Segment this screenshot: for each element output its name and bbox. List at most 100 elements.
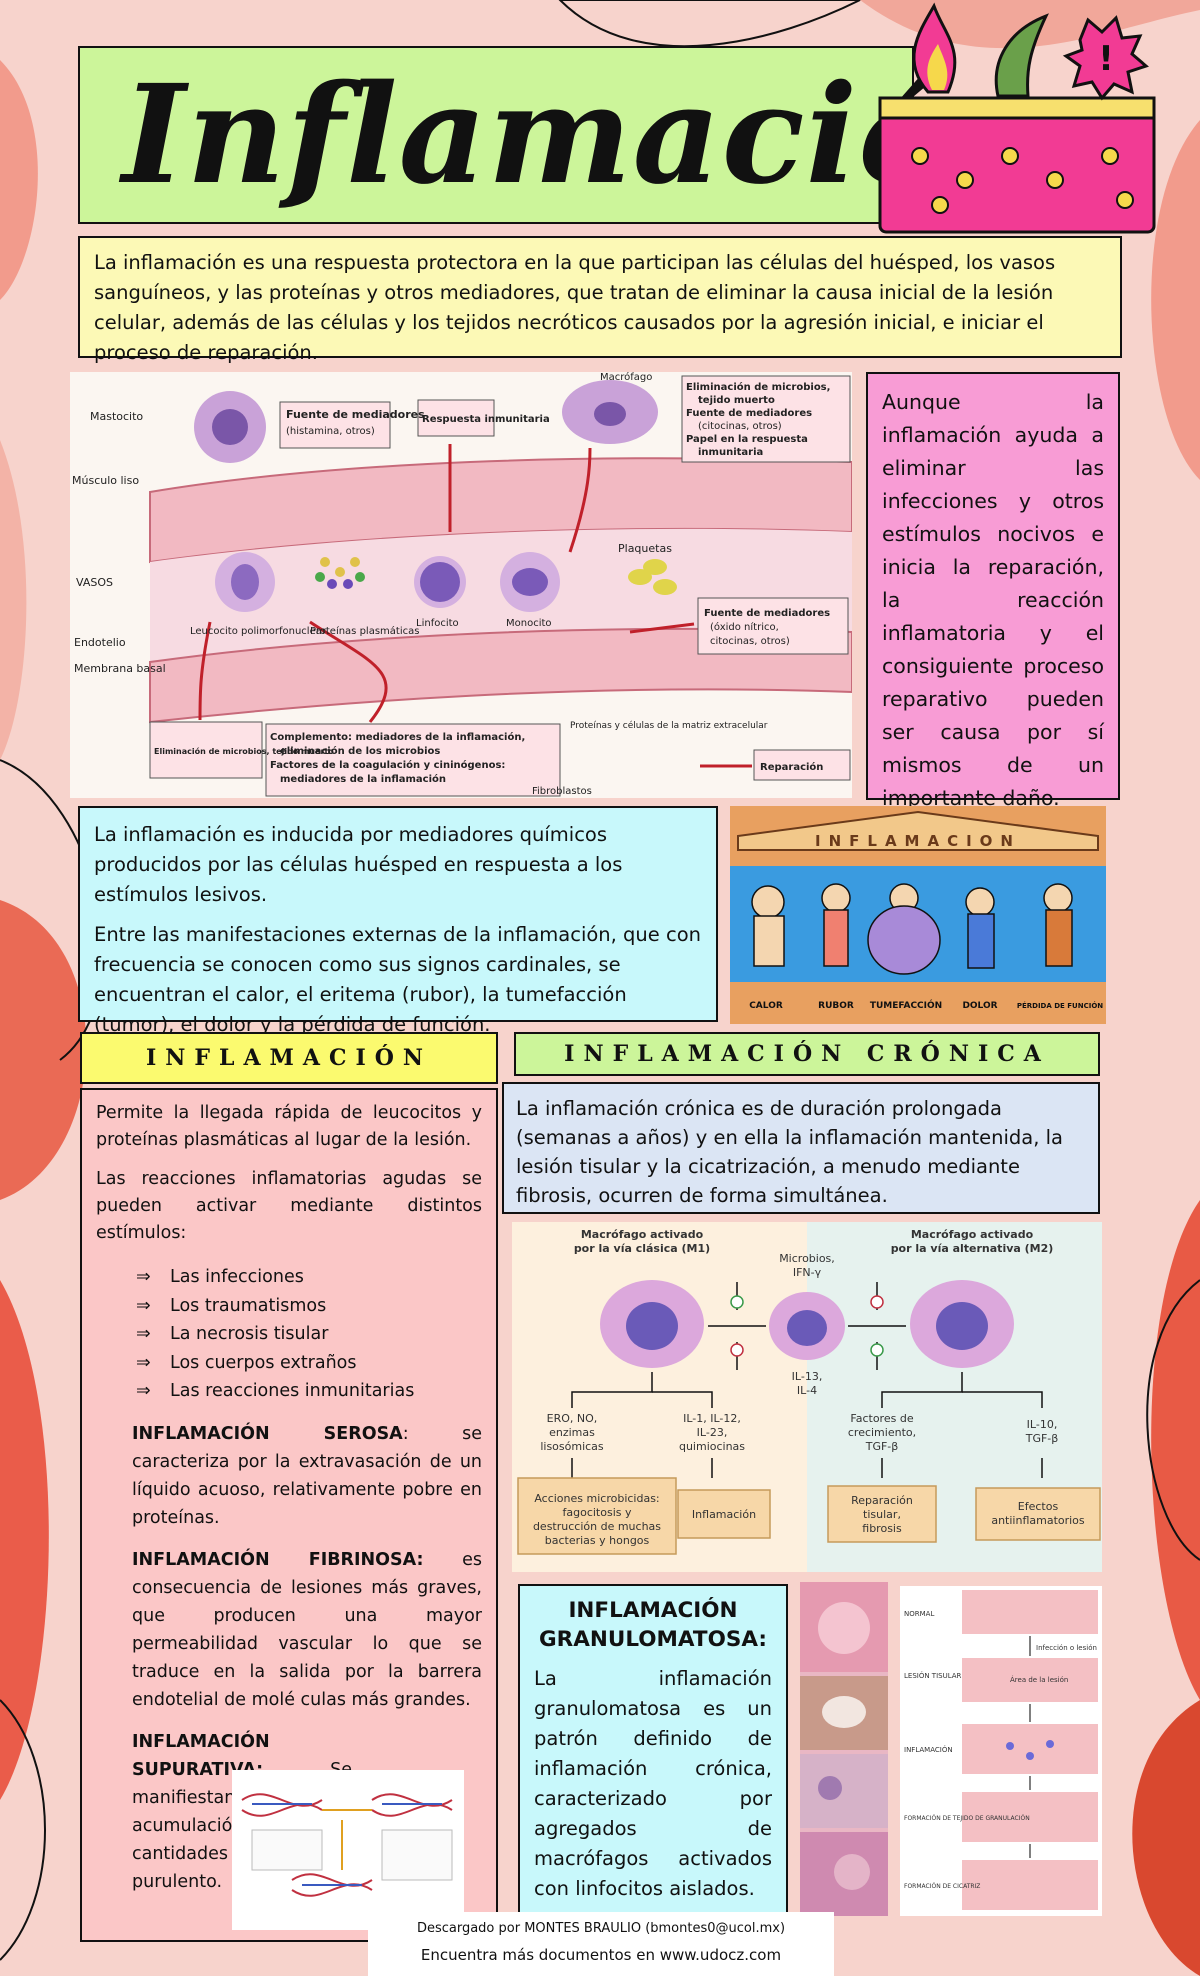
fibrinosa-paragraph: INFLAMACIÓN FIBRINOSA: es consecuencia d… (132, 1549, 482, 1710)
aguda-paragraph-1: Permite la llegada rápida de leucocitos … (96, 1103, 482, 1150)
mediadores-paragraph-2: Entre las manifestaciones externas de la… (94, 923, 701, 1036)
intro-text: La inflamación es una respuesta protecto… (94, 251, 1056, 364)
efectos-line-2: antiinflamatorios (991, 1514, 1085, 1527)
arrow-icon: ⇒ (136, 1352, 151, 1373)
stage-lesion: LESIÓN TISULAR (904, 1671, 962, 1680)
cardinal-signs-comic: INFLAMACION CALOR RUBOR TUMEFACCIÓN DOLO… (730, 806, 1106, 1024)
label-endotelio: Endotelio (74, 636, 126, 649)
title-banner: Inflamación (78, 46, 1049, 224)
candle-illustration-icon: ! (878, 2, 1156, 234)
factores-line-2: crecimiento, (848, 1426, 916, 1439)
il10-line-2: TGF-β (1025, 1432, 1059, 1445)
il10-line-1: IL-10, (1027, 1418, 1058, 1431)
granulomatosa-text: La inflamación granulomatosa es un patró… (534, 1667, 772, 1900)
label-proteinas-matriz: Proteínas y células de la matriz extrace… (570, 720, 768, 731)
ero-line-2: enzimas (549, 1426, 595, 1439)
reparacion-line-3: fibrosis (862, 1522, 902, 1535)
comic-sign-tumefaccion: TUMEFACCIÓN (870, 999, 942, 1011)
macrofago-box-line-3: Fuente de mediadores (686, 408, 812, 419)
m2-title-1: Macrófago activado (911, 1228, 1034, 1241)
label-plaquetas: Plaquetas (618, 542, 672, 555)
list-item: ⇒Los traumatismos (136, 1292, 482, 1321)
label-monocito: Monocito (506, 618, 552, 629)
ero-line-1: ERO, NO, (547, 1412, 598, 1425)
acciones-line-2: fagocitosis y (563, 1506, 632, 1519)
list-item: ⇒La necrosis tisular (136, 1320, 482, 1349)
aguda-stimuli-list: ⇒Las infecciones ⇒Los traumatismos ⇒La n… (136, 1263, 482, 1406)
aunque-box: Aunque la inflamación ayuda a eliminar l… (866, 372, 1120, 810)
comic-sign-rubor: RUBOR (818, 1001, 854, 1011)
arrow-icon: ⇒ (136, 1295, 151, 1316)
label-leucocito: Leucocito polimorfonuclear (190, 626, 327, 637)
ero-line-3: lisosómicas (540, 1440, 604, 1453)
svg-text:!: ! (1098, 39, 1114, 79)
il1-line-1: IL-1, IL-12, (683, 1412, 741, 1425)
vascular-inflammation-diagram: Mastocito Fuente de mediadores (histamin… (70, 372, 852, 798)
mediadores-box: La inflamación es inducida por mediadore… (78, 806, 718, 1036)
label-musculo: Músculo liso (72, 474, 139, 487)
il13-line-2: IL-4 (797, 1384, 817, 1397)
stage-formacion: FORMACIÓN DE TEJIDO DE GRANULACIÓN (904, 1815, 1030, 1822)
m1-title-1: Macrófago activado (581, 1228, 704, 1241)
label-fuente2-sub1: (óxido nítrico, (710, 621, 779, 633)
macrofago-box-line-2: tejido muerto (698, 395, 775, 406)
label-reparacion: Reparación (760, 761, 823, 773)
macrofago-box-line-6: inmunitaria (698, 447, 763, 458)
inflamacion-box-label: Inflamación (692, 1508, 756, 1521)
list-item: ⇒Las reacciones inmunitarias (136, 1377, 482, 1406)
comic-sign-dolor: DOLOR (962, 1001, 997, 1011)
arrow-icon: ⇒ (136, 1267, 151, 1287)
list-item: ⇒Los cuerpos extraños (136, 1349, 482, 1378)
reparacion-line-1: Reparación (851, 1494, 913, 1507)
aguda-header: INFLAMACIÓN AGUDA (80, 1032, 498, 1119)
complemento-line-1: Complemento: mediadores de la inflamació… (270, 731, 525, 743)
comic-banner: INFLAMACION (815, 832, 1021, 850)
label-fuente1: Fuente de mediadores (286, 408, 425, 421)
microbios-line-2: IFN-γ (793, 1266, 822, 1279)
aguda-content-box: Permite la llegada rápida de leucocitos … (80, 1088, 498, 1942)
aguda-paragraph-2: Las reacciones inflamatorias agudas se p… (96, 1169, 482, 1243)
stage-area: Área de la lesión (1010, 1675, 1068, 1684)
label-vasos: VASOS (76, 576, 113, 589)
download-footer: Descargado por MONTES BRAULIO (bmontes0@… (368, 1912, 834, 1976)
macrofago-box-line-1: Eliminación de microbios, (686, 381, 830, 393)
reparacion-line-2: tisular, (863, 1508, 901, 1521)
microbios-line-1: Microbios, (779, 1252, 835, 1265)
stage-cicatriz: FORMACIÓN DE CICATRIZ (904, 1883, 980, 1890)
label-fibroblastos: Fibroblastos (532, 786, 592, 797)
stage-inflamacion: INFLAMACIÓN (904, 1745, 953, 1754)
arrow-icon: ⇒ (136, 1381, 151, 1401)
cronica-header: INFLAMACIÓN CRÓNICA (514, 1032, 1100, 1076)
comic-sign-perdida: PÉRDIDA DE FUNCIÓN (1017, 1001, 1103, 1010)
cronica-text: La inflamación crónica es de duración pr… (516, 1097, 1063, 1207)
granulomatosa-title: INFLAMACIÓN GRANULOMATOSA: (539, 1598, 767, 1652)
factores-line-3: TGF-β (865, 1440, 899, 1453)
label-eliminacion: Eliminación de microbios, tejido muerto (154, 746, 334, 756)
label-respuesta: Respuesta inmunitaria (422, 414, 550, 425)
label-mastocito: Mastocito (90, 410, 143, 423)
aunque-text: Aunque la inflamación ayuda a eliminar l… (882, 390, 1104, 810)
il1-line-3: quimiocinas (679, 1440, 745, 1453)
label-linfocito: Linfocito (416, 618, 459, 629)
list-item: ⇒Las infecciones (136, 1263, 482, 1292)
healing-stages-diagram: NORMAL Infección o lesión LESIÓN TISULAR… (900, 1586, 1102, 1916)
histology-images (800, 1582, 888, 1916)
complemento-line-3: Factores de la coagulación y cininógenos… (270, 759, 505, 771)
macrophage-activation-diagram: Macrófago activado por la vía clásica (M… (512, 1222, 1102, 1572)
label-macrofago: Macrófago (600, 372, 652, 383)
more-documents-link[interactable]: Encuentra más documentos en www.udocz.co… (420, 1946, 782, 1964)
complemento-line-4: mediadores de la inflamación (280, 773, 446, 785)
mediadores-paragraph-1: La inflamación es inducida por mediadore… (94, 823, 623, 906)
acciones-line-3: destrucción de muchas (533, 1520, 661, 1533)
label-fuente2-sub2: citocinas, otros) (710, 636, 790, 647)
arrow-icon: ⇒ (136, 1324, 151, 1344)
granulomatosa-box: INFLAMACIÓN GRANULOMATOSA: La inflamació… (518, 1584, 788, 1920)
label-membrana: Membrana basal (74, 662, 166, 675)
m2-title-2: por la vía alternativa (M2) (891, 1242, 1054, 1255)
label-fuente2: Fuente de mediadores (704, 608, 830, 619)
m1-title-2: por la vía clásica (M1) (574, 1242, 710, 1255)
stage-infeccion: Infección o lesión (1036, 1644, 1097, 1652)
acute-inflammation-mini-diagram (232, 1770, 464, 1930)
efectos-line-1: Efectos (1018, 1500, 1059, 1513)
comic-sign-calor: CALOR (749, 1001, 783, 1011)
